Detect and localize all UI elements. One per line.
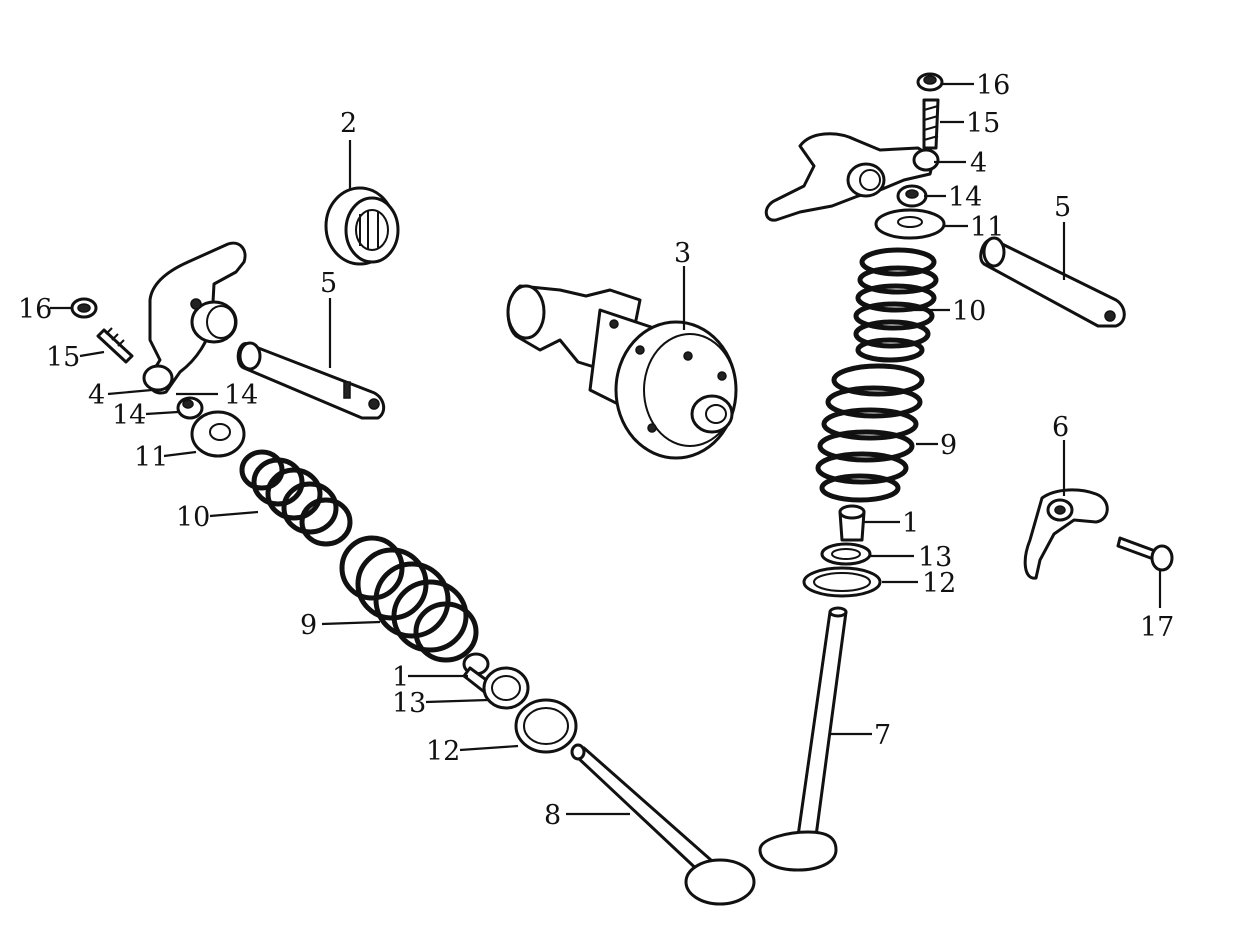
label-left-14b: 14 — [112, 400, 146, 431]
right-rocker-shaft — [979, 236, 1126, 328]
right-inner-spring — [853, 247, 939, 363]
right-valve-seal — [820, 542, 872, 566]
label-right-17: 17 — [1140, 612, 1174, 643]
right-adjuster-screw — [922, 98, 940, 150]
label-left-4: 4 — [88, 380, 105, 411]
right-rocker-arm — [764, 132, 940, 222]
label-right-13: 13 — [918, 542, 952, 573]
right-outer-spring — [815, 363, 925, 503]
label-left-11: 11 — [134, 442, 168, 473]
left-outer-spring-large — [339, 535, 479, 663]
decompression-lever — [1023, 488, 1109, 580]
left-valve-washer — [514, 698, 578, 754]
left-small-nut — [176, 396, 204, 420]
label-left-12: 12 — [426, 736, 460, 767]
label-right-6: 6 — [1052, 412, 1069, 443]
label-right-1: 1 — [902, 508, 919, 539]
left-outer-spring-small — [239, 449, 353, 547]
right-adjuster-nut — [916, 72, 944, 92]
label-left-16: 16 — [18, 294, 52, 325]
right-small-nut — [896, 184, 928, 208]
callout-labels: 16 15 4 14 14 11 10 9 1 13 12 8 5 2 3 16… — [18, 70, 1174, 831]
camshaft — [506, 284, 738, 460]
leader-lines — [50, 82, 1162, 816]
left-valve-seal — [482, 666, 530, 710]
label-left-8: 8 — [544, 800, 561, 831]
label-right-5: 5 — [1054, 192, 1071, 223]
label-right-16: 16 — [976, 70, 1010, 101]
right-spring-retainer — [874, 208, 946, 240]
label-right-4: 4 — [970, 148, 987, 179]
label-right-12: 12 — [922, 568, 956, 599]
label-left-10: 10 — [176, 502, 210, 533]
label-right-9: 9 — [940, 430, 957, 461]
left-adjuster-screw — [96, 327, 134, 364]
right-valve-cotter — [838, 504, 866, 542]
label-right-7: 7 — [874, 720, 891, 751]
label-left-5: 5 — [320, 268, 337, 299]
label-left-1: 1 — [392, 662, 409, 693]
label-right-15: 15 — [966, 108, 1000, 139]
right-valve-washer — [802, 566, 882, 598]
label-right-10: 10 — [952, 296, 986, 327]
left-adjuster-nut — [70, 297, 98, 319]
lever-bolt — [1116, 536, 1174, 572]
label-left-13: 13 — [392, 688, 426, 719]
label-left-9: 9 — [300, 610, 317, 641]
label-camshaft-3: 3 — [674, 238, 691, 269]
left-rocker-shaft — [236, 341, 386, 420]
left-rocker-arm — [142, 241, 247, 395]
label-left-14a: 14 — [224, 380, 258, 411]
label-right-14: 14 — [948, 182, 982, 213]
left-valve — [570, 743, 756, 906]
left-spring-retainer — [190, 410, 246, 458]
right-valve — [758, 606, 848, 872]
label-right-11: 11 — [970, 212, 1004, 243]
bearing — [324, 186, 400, 266]
label-bearing-2: 2 — [340, 108, 357, 139]
label-left-15: 15 — [46, 342, 80, 373]
